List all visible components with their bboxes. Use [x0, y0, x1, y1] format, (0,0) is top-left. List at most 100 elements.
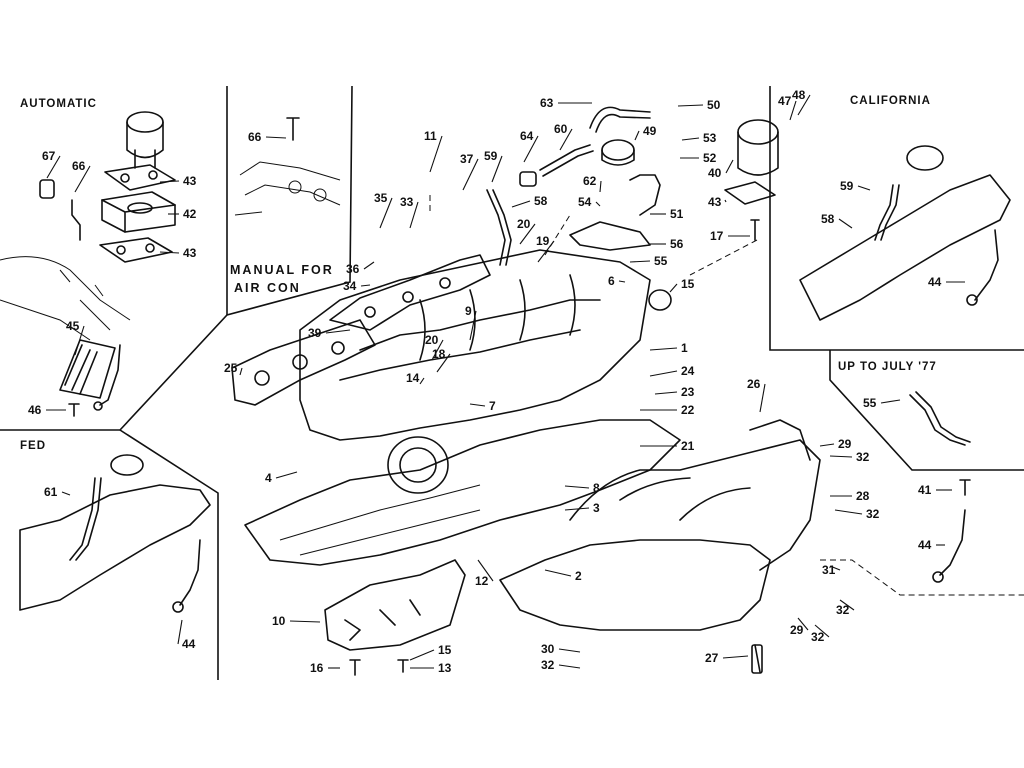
callout-leader: [814, 624, 830, 638]
callout-leader: [595, 201, 601, 207]
part-callout: 43: [708, 195, 722, 209]
callout-leader: [74, 165, 91, 193]
part-callout: 42: [183, 207, 197, 221]
panel-headers: AUTOMATIC MANUAL FOR AIR CON CALIFORNIA …: [20, 95, 937, 452]
part-callout: 36: [346, 262, 360, 276]
callout-leader: [469, 403, 486, 407]
part-callout: 3: [593, 501, 600, 515]
part-callout: 32: [541, 658, 555, 672]
part-callout: 27: [705, 651, 719, 665]
part-callout: 44: [918, 538, 932, 552]
callout-leader: [618, 280, 626, 283]
callout-leader: [159, 180, 180, 183]
callout-leader: [669, 283, 678, 293]
callout-leader: [564, 485, 590, 489]
callout-leader: [491, 155, 503, 183]
callout-leader: [431, 339, 444, 361]
part-callout: 10: [272, 614, 286, 628]
callout-leader: [681, 137, 700, 141]
callout-leader: [654, 391, 678, 395]
panel-up-to-july-title: UP TO JULY '77: [838, 361, 937, 373]
part-callout: 60: [554, 122, 568, 136]
callout-leader: [558, 648, 581, 653]
part-callout: 12: [475, 574, 489, 588]
callout-leader: [511, 200, 531, 208]
main-manifold-drawing: [231, 106, 1024, 676]
panel-fed-title: FED: [20, 440, 46, 452]
callout-leader: [177, 619, 183, 645]
part-callout: 55: [863, 396, 877, 410]
part-callout: 17: [710, 229, 724, 243]
panel-manual-title-line1: MANUAL FOR: [230, 263, 334, 277]
panel-frames: [0, 85, 1024, 680]
manual-panel-drawing: [234, 117, 341, 216]
part-callout: 51: [670, 207, 684, 221]
callout-leader: [834, 509, 863, 515]
callout-leader: [477, 559, 494, 582]
part-callout: 43: [183, 174, 197, 188]
part-callout: 45: [66, 319, 80, 333]
part-callout: 64: [520, 129, 534, 143]
callout-leader: [46, 155, 61, 179]
part-callout: 29: [790, 623, 804, 637]
part-callout: 8: [593, 481, 600, 495]
part-callout: 34: [343, 279, 357, 293]
callout-leader: [159, 251, 180, 254]
callout-leader: [325, 329, 351, 334]
callout-leader: [429, 135, 443, 173]
callout-leader: [789, 100, 797, 121]
callout-leader: [857, 185, 871, 191]
part-callout: 16: [310, 661, 324, 675]
part-callout: 56: [670, 237, 684, 251]
callout-leader: [462, 158, 479, 191]
callout-leader: [558, 664, 581, 669]
part-callout: 31: [822, 563, 836, 577]
callout-leader: [838, 218, 853, 229]
part-callout: 21: [681, 439, 695, 453]
part-callout: 15: [681, 277, 695, 291]
callout-leader: [880, 399, 901, 404]
part-callout: 49: [643, 124, 657, 138]
part-callout: 23: [681, 385, 695, 399]
callout-leader: [629, 260, 651, 263]
part-callout: 37: [460, 152, 474, 166]
part-callout: 53: [703, 131, 717, 145]
part-callout: 33: [400, 195, 414, 209]
part-callout: 46: [28, 403, 42, 417]
part-callout: 54: [578, 195, 592, 209]
part-callout: 32: [856, 450, 870, 464]
callout-leader: [239, 367, 243, 376]
part-callout: 28: [856, 489, 870, 503]
up-to-july-drawing: [909, 391, 971, 446]
part-callout: 30: [541, 642, 555, 656]
part-callout: 44: [182, 637, 196, 651]
part-callout: 67: [42, 149, 56, 163]
callout-leader: [409, 201, 419, 229]
callout-leader: [649, 370, 678, 377]
callout-leader: [634, 130, 640, 141]
part-callout: 61: [44, 485, 58, 499]
part-callout: 35: [374, 191, 388, 205]
part-callout: 66: [72, 159, 86, 173]
part-callout: 1: [681, 341, 688, 355]
callout-leader: [363, 261, 375, 270]
part-callout: 24: [681, 364, 695, 378]
callout-leader: [722, 655, 749, 659]
part-callout: 15: [438, 643, 452, 657]
automatic-panel-drawing: [0, 111, 176, 417]
callout-leader: [724, 199, 727, 203]
callout-leader: [289, 620, 321, 623]
callout-leader: [677, 104, 704, 107]
part-callout: 58: [821, 212, 835, 226]
part-callout: 50: [707, 98, 721, 112]
part-callout: 32: [866, 507, 880, 521]
panel-california-title: CALIFORNIA: [850, 95, 931, 107]
callout-leader: [544, 569, 572, 577]
part-callout: 48: [792, 88, 806, 102]
callout-leader: [360, 284, 371, 287]
panel-manual-title-line2: AIR CON: [234, 281, 301, 295]
callout-leader: [819, 443, 835, 447]
callout-leader: [74, 325, 85, 356]
